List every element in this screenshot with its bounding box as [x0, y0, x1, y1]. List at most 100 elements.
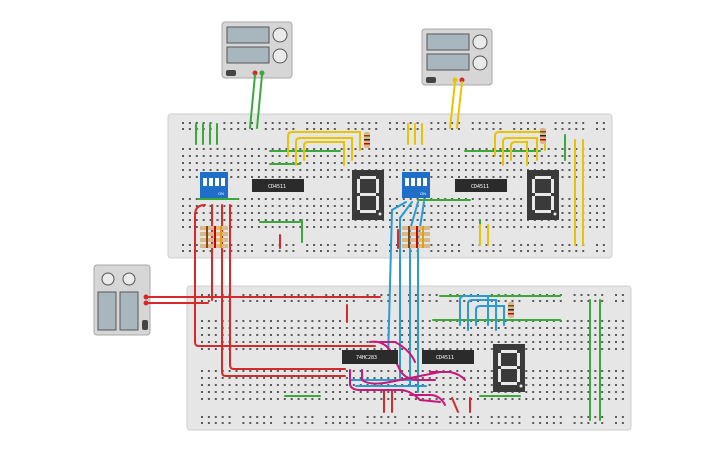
breadboard-hole	[513, 128, 516, 130]
breadboard-hole	[332, 300, 335, 302]
breadboard-hole	[207, 327, 210, 329]
breadboard-hole	[290, 327, 293, 329]
resistor-bank-1[interactable]	[200, 226, 228, 248]
breadboard-hole	[237, 122, 240, 124]
dip-switch-1[interactable]: ON	[200, 172, 228, 198]
breadboard-hole	[237, 162, 240, 164]
breadboard-hole	[471, 212, 474, 214]
breadboard-hole	[242, 341, 245, 343]
breadboard-hole	[276, 370, 279, 372]
breadboard-hole	[423, 155, 426, 157]
breadboard-hole	[216, 219, 219, 221]
breadboard-hole	[471, 128, 474, 130]
breadboard-hole	[594, 334, 597, 336]
breadboard-hole	[292, 205, 295, 207]
breadboard-hole	[449, 300, 452, 302]
breadboard-hole	[587, 398, 590, 400]
breadboard-hole	[437, 212, 440, 214]
breadboard-hole	[554, 122, 557, 124]
breadboard-hole	[283, 320, 286, 322]
breadboard-hole	[546, 377, 548, 379]
breadboard-hole	[582, 250, 585, 252]
breadboard-hole	[430, 212, 433, 214]
breadboard-hole	[566, 341, 569, 343]
resistor-bank-2[interactable]	[402, 226, 430, 248]
breadboard-hole	[340, 205, 343, 207]
breadboard-hole	[339, 294, 341, 296]
breadboard-hole	[230, 219, 233, 221]
breadboard-hole	[451, 176, 454, 178]
breadboard-hole	[214, 334, 217, 336]
breadboard-hole	[492, 250, 495, 252]
seven-segment-display-2[interactable]	[527, 170, 559, 220]
breadboard-hole	[326, 250, 329, 252]
seven-segment-display-1[interactable]	[352, 170, 384, 220]
breadboard-hole	[533, 128, 536, 130]
breadboard-hole	[201, 384, 203, 386]
breadboard-hole	[263, 398, 266, 400]
power-supply-3[interactable]	[93, 264, 151, 336]
breadboard-hole	[525, 391, 528, 393]
breadboard-hole	[380, 348, 383, 350]
breadboard-hole	[333, 162, 336, 164]
breadboard-hole	[527, 122, 529, 124]
breadboard-hole	[332, 341, 335, 343]
breadboard-hole	[278, 176, 281, 178]
breadboard-hole	[304, 348, 307, 350]
chip-cd4511-1-label: CD4511	[268, 184, 286, 190]
breadboard-hole	[311, 294, 314, 296]
breadboard-hole	[264, 128, 267, 130]
breadboard-hole	[533, 162, 536, 164]
breadboard-hole	[539, 370, 542, 372]
breadboard-hole	[580, 348, 583, 350]
breadboard-hole	[366, 391, 369, 393]
dip-switch-2[interactable]: ON	[402, 172, 430, 198]
chip-cd4511-3[interactable]: CD4511	[422, 350, 474, 364]
resistor-top-1[interactable]	[364, 132, 370, 148]
breadboard-hole	[444, 122, 447, 124]
breadboard-hole	[223, 128, 226, 130]
breadboard-hole	[188, 148, 191, 150]
breadboard-hole	[242, 327, 245, 329]
breadboard-hole	[561, 155, 564, 157]
breadboard-hole	[552, 341, 555, 343]
breadboard-hole	[594, 370, 597, 372]
breadboard-hole	[256, 377, 259, 379]
breadboard-hole	[458, 219, 460, 221]
breadboard-hole	[380, 422, 383, 424]
resistor-top-2[interactable]	[540, 128, 546, 144]
breadboard-hole	[394, 370, 397, 372]
breadboard-hole	[499, 162, 502, 164]
breadboard-hole	[485, 155, 488, 157]
breadboard-hole	[428, 294, 431, 296]
breadboard-hole	[340, 198, 343, 200]
breadboard-hole	[449, 341, 452, 343]
breadboard-hole	[421, 334, 424, 336]
breadboard-hole	[437, 226, 440, 228]
power-supply-2[interactable]	[421, 28, 493, 86]
breadboard-hole	[587, 320, 590, 322]
chip-cd4511-2[interactable]: CD4511	[455, 179, 507, 192]
chip-74hc283[interactable]: 74HC283	[342, 350, 398, 364]
breadboard-hole	[449, 370, 452, 372]
breadboard-hole	[539, 300, 542, 302]
breadboard-hole	[333, 176, 336, 178]
seven-segment-display-3[interactable]	[493, 344, 525, 392]
chip-cd4511-1[interactable]: CD4511	[252, 179, 304, 192]
breadboard-hole	[182, 205, 184, 207]
breadboard-hole	[306, 162, 309, 164]
breadboard-hole	[414, 370, 417, 372]
breadboard-hole	[195, 250, 198, 252]
breadboard-hole	[209, 212, 212, 214]
breadboard-hole	[414, 348, 417, 350]
breadboard-hole	[587, 294, 590, 296]
breadboard-hole	[251, 212, 253, 214]
breadboard-hole	[242, 398, 245, 400]
breadboard-hole	[182, 226, 184, 228]
breadboard-hole	[490, 327, 493, 329]
power-supply-1[interactable]	[221, 21, 293, 79]
resistor-bottom-1[interactable]	[508, 302, 514, 318]
breadboard-hole	[214, 370, 217, 372]
breadboard-hole	[278, 250, 281, 252]
breadboard-hole	[249, 300, 252, 302]
